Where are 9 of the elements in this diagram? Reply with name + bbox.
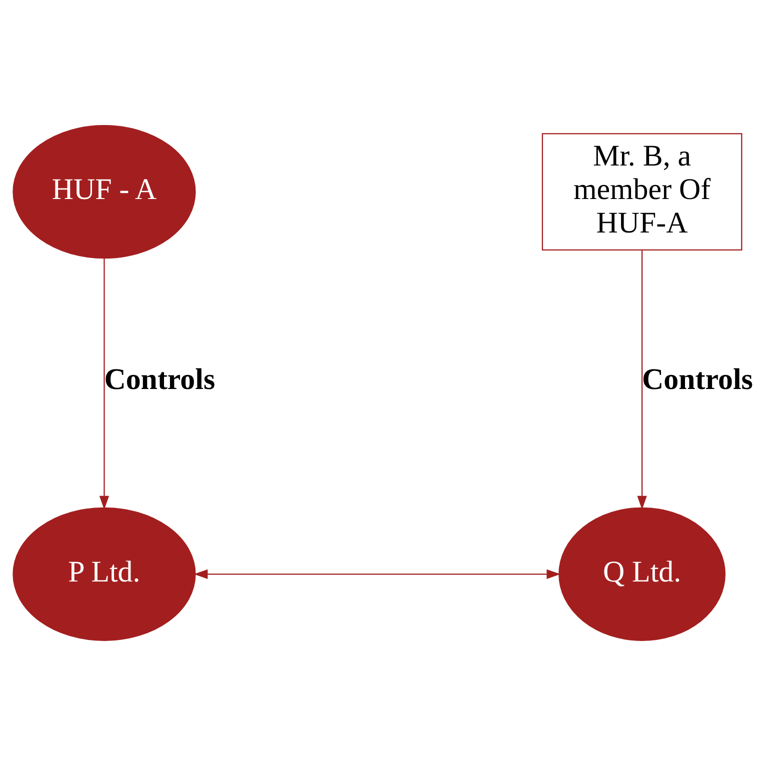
node-box: Mr. B, a member Of HUF-A bbox=[542, 132, 742, 250]
arrow bbox=[194, 568, 561, 579]
node-ellipse: Q Ltd. bbox=[558, 506, 726, 640]
node-ellipse: HUF - A bbox=[12, 124, 196, 258]
edge-label: Controls bbox=[104, 362, 216, 396]
node-ellipse: P Ltd. bbox=[12, 506, 196, 640]
edge-label: Controls bbox=[642, 362, 753, 396]
arrow bbox=[637, 250, 647, 510]
arrow bbox=[99, 258, 110, 510]
